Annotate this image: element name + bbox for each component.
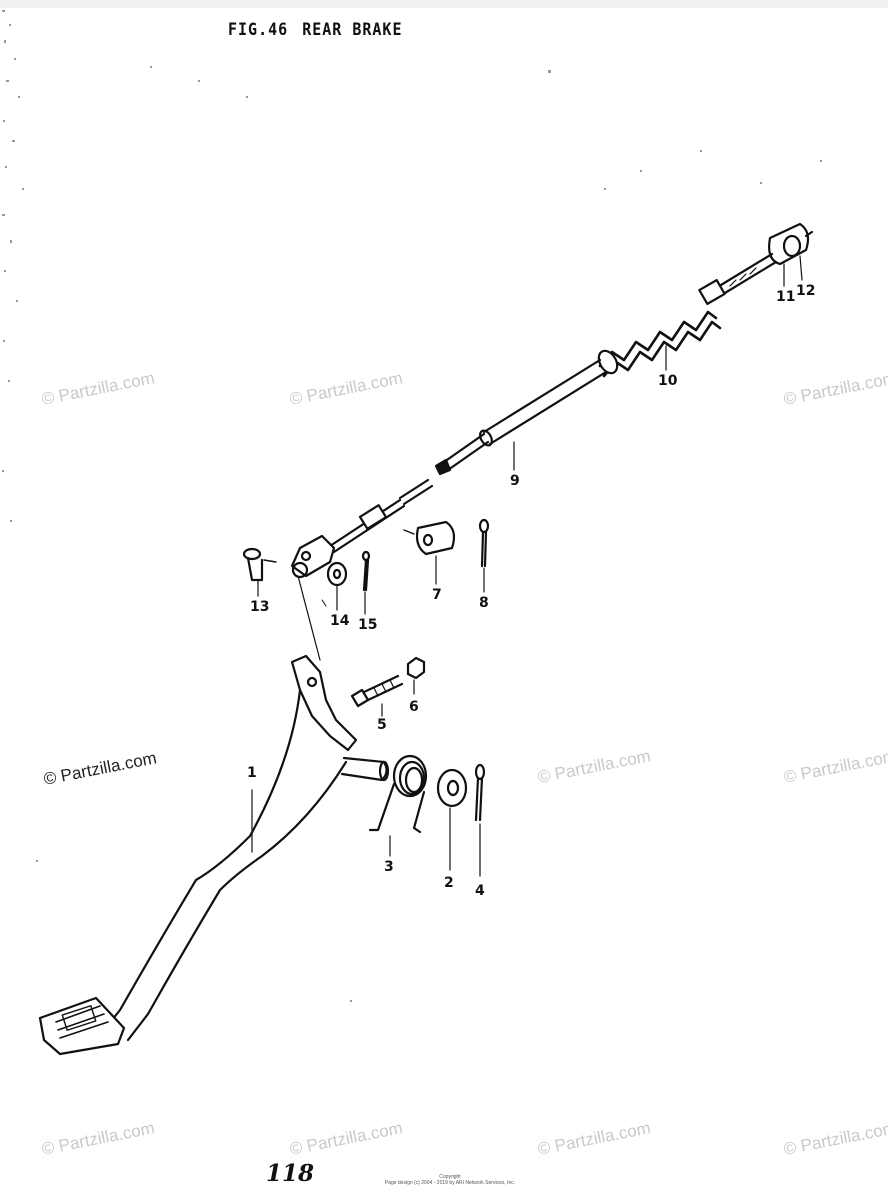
part-5-bolt — [350, 674, 404, 717]
figure-title: FIG.46 REAR BRAKE — [228, 19, 417, 40]
callout-3: 3 — [384, 859, 394, 875]
part-6-nut — [406, 656, 426, 695]
callout-11: 11 — [776, 289, 796, 305]
part-4-cotter-pin — [474, 763, 486, 877]
callout-10: 10 — [658, 373, 678, 389]
page-number: 118 — [266, 1160, 315, 1187]
part-9-brake-cable — [290, 358, 608, 579]
callout-2: 2 — [444, 875, 454, 891]
part-11-rod-end — [714, 252, 778, 298]
part-10-spring — [597, 278, 726, 378]
callout-4: 4 — [475, 883, 485, 899]
figure-name: REAR BRAKE — [302, 18, 403, 40]
callout-9: 9 — [510, 473, 520, 489]
part-3-return-spring — [368, 754, 428, 857]
callout-14: 14 — [330, 613, 350, 629]
copyright-footer: Copyright Page design (c) 2004 - 2019 by… — [380, 1174, 520, 1186]
footer-line-2: Page design (c) 2004 - 2019 by ARI Netwo… — [384, 1180, 516, 1186]
callout-13: 13 — [250, 599, 270, 615]
part-1-brake-pedal — [38, 654, 390, 1056]
part-13-clevis-pin — [242, 547, 277, 582]
part-14-washer — [326, 561, 348, 587]
footer-line-1: Copyright — [439, 1174, 461, 1180]
part-7-joint — [403, 520, 456, 556]
part-2-washer — [436, 768, 468, 871]
part-15-cotter-pin — [361, 550, 371, 592]
callout-5: 5 — [377, 717, 387, 733]
part-8-cotter-pin — [478, 518, 490, 568]
callout-12: 12 — [796, 283, 816, 299]
callout-8: 8 — [479, 595, 489, 611]
callout-1: 1 — [247, 765, 257, 781]
part-12-adjuster-nut — [768, 222, 814, 266]
figure-number: FIG.46 — [228, 18, 289, 40]
callout-6: 6 — [409, 699, 419, 715]
callout-15: 15 — [358, 617, 378, 633]
callout-7: 7 — [432, 587, 442, 603]
leader-lines — [257, 255, 803, 661]
